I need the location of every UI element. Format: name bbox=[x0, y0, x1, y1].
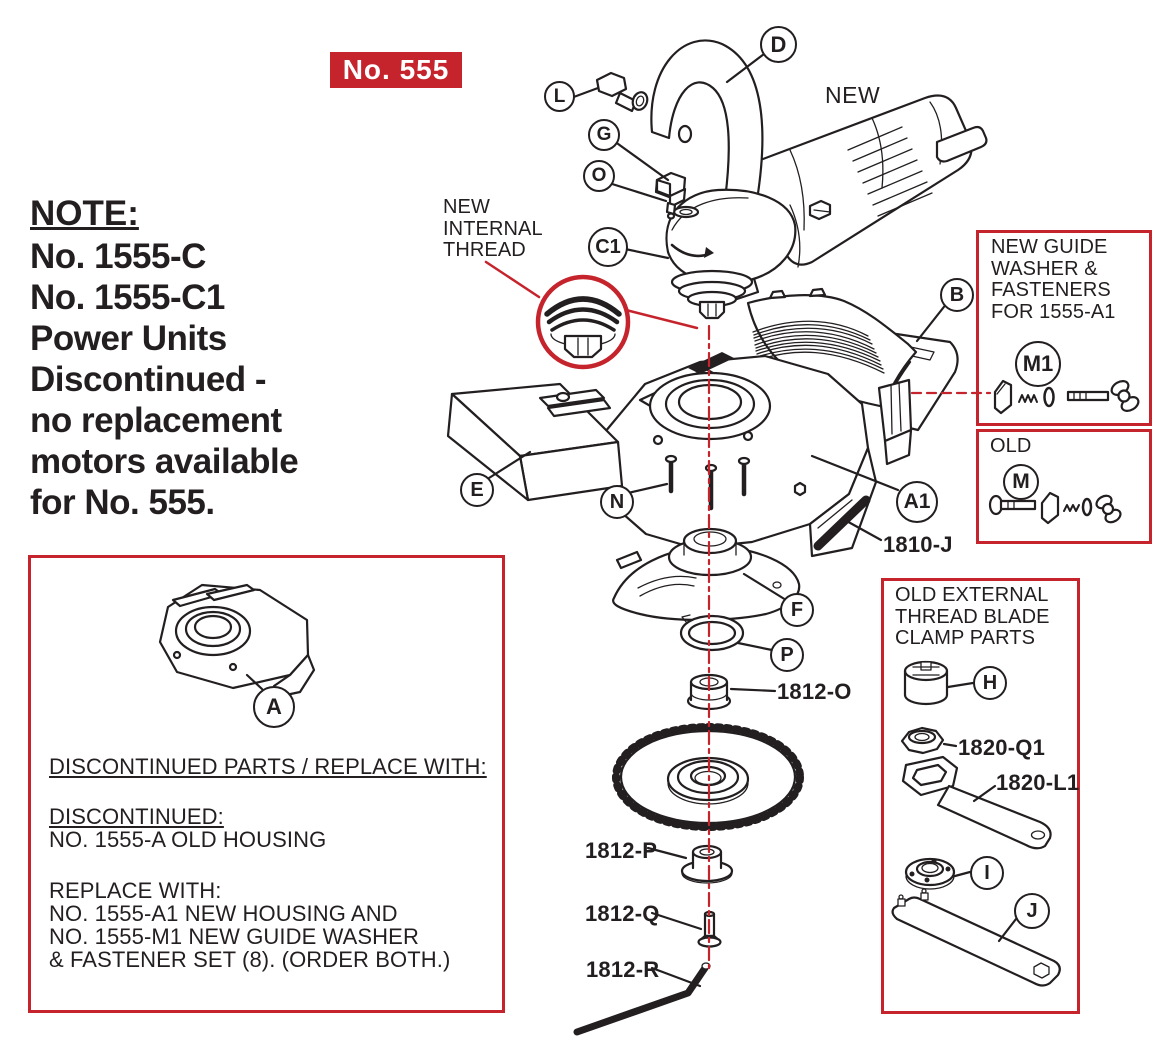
part-label-1810j: 1810-J bbox=[883, 532, 953, 557]
callout-m1: M1 bbox=[1015, 341, 1061, 387]
guard-b-drawing bbox=[746, 287, 959, 466]
new-guide-box-title: NEW GUIDE WASHER & FASTENERS FOR 1555-A1 bbox=[991, 236, 1116, 323]
note-line: No. 1555-C bbox=[30, 237, 206, 276]
callout-a1: A1 bbox=[896, 481, 938, 523]
replacement-info-box bbox=[28, 555, 505, 1013]
base-f-drawing bbox=[612, 527, 801, 622]
discontinued-item: NO. 1555-A OLD HOUSING bbox=[49, 827, 327, 852]
old-fastener-set-m-drawing bbox=[988, 491, 1122, 525]
callout-m: M bbox=[1003, 464, 1039, 500]
pin-1810j-drawing bbox=[813, 495, 871, 551]
replace-with-line: NO. 1555-A1 NEW HOUSING AND bbox=[49, 901, 398, 926]
callout-a: A bbox=[253, 686, 295, 728]
bolt-drawing bbox=[808, 199, 832, 221]
note-line: Power Units bbox=[30, 319, 227, 358]
spindle-drawing bbox=[698, 300, 726, 320]
cord-stub-drawing bbox=[935, 125, 988, 163]
lock-bolt-l-drawing bbox=[595, 71, 649, 113]
new-fastener-set-m1-drawing bbox=[993, 379, 1140, 415]
blade-clamp-box-title: OLD EXTERNAL THREAD BLADE CLAMP PARTS bbox=[895, 584, 1050, 649]
deflector-e-drawing bbox=[446, 382, 624, 502]
callout-d: D bbox=[760, 26, 797, 63]
callout-h: H bbox=[973, 666, 1007, 700]
old-fasteners-box bbox=[976, 429, 1152, 544]
note-line: motors available bbox=[30, 442, 299, 481]
part-label-1812p: 1812-P bbox=[585, 838, 658, 863]
flange-1812p-drawing bbox=[680, 844, 734, 884]
part-label-1820l1: 1820-L1 bbox=[996, 770, 1080, 795]
callout-i: I bbox=[970, 856, 1004, 890]
callout-o: O bbox=[583, 160, 615, 192]
callout-e: E bbox=[460, 473, 494, 507]
internal-thread-label: NEW INTERNAL THREAD bbox=[443, 196, 543, 261]
wrench-j-drawing bbox=[891, 888, 1061, 987]
discontinued-heading: DISCONTINUED: bbox=[49, 804, 224, 829]
blade-clamp-parts-box bbox=[881, 578, 1080, 1014]
note-line: No. 1555-C1 bbox=[30, 278, 225, 317]
replace-with-heading: REPLACE WITH: bbox=[49, 878, 222, 903]
note-line: for No. 555. bbox=[30, 483, 215, 522]
new-unit-label: NEW bbox=[825, 82, 881, 108]
old-box-title: OLD bbox=[990, 435, 1032, 457]
callout-p: P bbox=[770, 638, 804, 672]
flange-nut-i-drawing bbox=[904, 857, 956, 890]
new-guide-washer-box bbox=[976, 230, 1152, 426]
replace-with-line: & FASTENER SET (8). (ORDER BOTH.) bbox=[49, 947, 451, 972]
gear-housing-c1-drawing bbox=[665, 188, 801, 320]
callout-l: L bbox=[544, 81, 575, 112]
note-heading: NOTE: bbox=[30, 194, 139, 233]
replace-with-line: NO. 1555-M1 NEW GUIDE WASHER bbox=[49, 924, 419, 949]
part-label-1812q: 1812-Q bbox=[585, 901, 660, 926]
replacement-heading: DISCONTINUED PARTS / REPLACE WITH: bbox=[49, 754, 487, 779]
callout-b: B bbox=[940, 278, 974, 312]
part-label-1812o: 1812-O bbox=[777, 679, 852, 704]
part-label-1820q1: 1820-Q1 bbox=[958, 735, 1046, 760]
thread-detail-drawing bbox=[484, 260, 699, 370]
clamp-h-drawing bbox=[903, 660, 949, 706]
callout-c1: C1 bbox=[588, 227, 628, 267]
screws-n-drawing bbox=[664, 454, 807, 511]
callout-j: J bbox=[1014, 893, 1050, 929]
note-line: Discontinued - bbox=[30, 360, 267, 399]
retaining-ring-p-drawing bbox=[679, 614, 745, 652]
motor-unit-drawing bbox=[744, 94, 988, 266]
clamp-nut-1820q1-drawing bbox=[900, 726, 945, 755]
model-number-badge: No. 555 bbox=[330, 52, 462, 88]
note-line: no replacement bbox=[30, 401, 282, 440]
spanner-1820l1-drawing bbox=[901, 755, 1052, 850]
leader-lines bbox=[245, 52, 1018, 988]
clamp-knob-go-drawing bbox=[654, 171, 687, 220]
part-label-1812r: 1812-R bbox=[586, 957, 660, 982]
callout-g: G bbox=[588, 119, 620, 151]
callout-n: N bbox=[600, 485, 634, 519]
callout-f: F bbox=[780, 593, 814, 627]
